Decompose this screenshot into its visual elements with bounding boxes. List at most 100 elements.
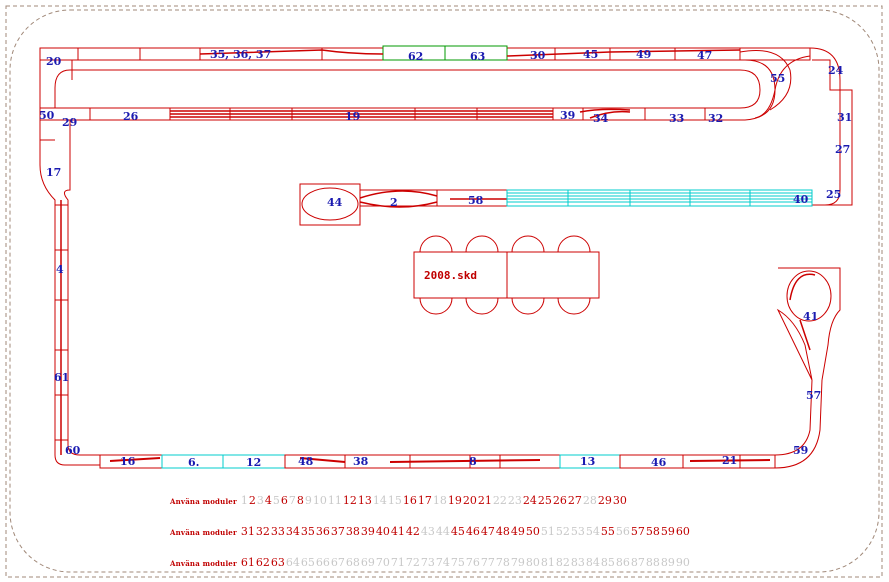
module-label-38: 38: [353, 455, 369, 468]
track-layout: [39, 45, 853, 469]
legend-module-32: 32: [255, 525, 270, 538]
module-label-8: 8: [469, 455, 477, 468]
legend-module-69: 69: [360, 556, 375, 569]
module-label-12: 12: [246, 456, 261, 469]
module-label-16: 16: [120, 455, 136, 468]
legend-module-47: 47: [480, 525, 495, 538]
module-label-59: 59: [793, 444, 808, 457]
module-label-58: 58: [468, 194, 484, 207]
legend-module-43: 43: [420, 525, 435, 538]
module-label-46: 46: [651, 456, 667, 469]
module-label-29: 29: [62, 116, 77, 129]
module-label-13: 13: [580, 455, 595, 468]
legend-module-46: 46: [465, 525, 480, 538]
module-labels: 20 35, 36, 37 62 63 30 45 49 47 55 24 50…: [39, 48, 852, 469]
legend-module-42: 42: [405, 525, 420, 538]
legend-module-2: 2: [248, 494, 256, 507]
module-label-45: 45: [583, 48, 598, 61]
legend-module-79: 79: [510, 556, 525, 569]
legend-module-68: 68: [345, 556, 360, 569]
legend-module-45: 45: [450, 525, 465, 538]
legend-module-85: 85: [600, 556, 615, 569]
module-label-31: 31: [837, 111, 852, 124]
legend-module-20: 20: [462, 494, 477, 507]
legend-module-18: 18: [432, 494, 447, 507]
legend-module-12: 12: [342, 494, 357, 507]
legend-numbers: 6162636465666768697071727374757677787980…: [241, 556, 691, 569]
legend-module-86: 86: [615, 556, 630, 569]
legend-module-74: 74: [435, 556, 450, 569]
module-label-62: 62: [408, 50, 423, 63]
legend-module-73: 73: [420, 556, 435, 569]
legend-module-78: 78: [495, 556, 510, 569]
legend-module-31: 31: [240, 525, 255, 538]
legend-module-75: 75: [450, 556, 465, 569]
legend-module-34: 34: [285, 525, 300, 538]
legend-module-53: 53: [570, 525, 585, 538]
legend-label: Använa moduler: [170, 497, 237, 506]
legend-module-11: 11: [327, 494, 342, 507]
module-label-44: 44: [327, 196, 343, 209]
legend-module-17: 17: [417, 494, 432, 507]
legend-module-3: 3: [256, 494, 264, 507]
module-label-33: 33: [669, 112, 684, 125]
legend-module-25: 25: [537, 494, 552, 507]
module-label-4: 4: [56, 263, 64, 276]
table-group: [413, 235, 600, 315]
legend-module-76: 76: [465, 556, 480, 569]
legend-module-27: 27: [567, 494, 582, 507]
legend-module-60: 60: [675, 525, 690, 538]
legend-module-33: 33: [270, 525, 285, 538]
legend-module-61: 61: [240, 556, 255, 569]
legend-module-88: 88: [645, 556, 660, 569]
legend-module-23: 23: [507, 494, 522, 507]
legend-module-67: 67: [330, 556, 345, 569]
module-label-26: 26: [123, 110, 139, 123]
legend-module-65: 65: [300, 556, 315, 569]
module-label-2: 2: [390, 196, 398, 209]
legend-module-51: 51: [540, 525, 555, 538]
legend-module-14: 14: [372, 494, 387, 507]
legend-module-40: 40: [375, 525, 390, 538]
legend-module-80: 80: [525, 556, 540, 569]
legend-module-64: 64: [285, 556, 300, 569]
legend-numbers: 1234567891011121314151617181920212223242…: [241, 494, 628, 507]
legend-module-16: 16: [402, 494, 417, 507]
module-label-21: 21: [722, 454, 737, 467]
legend-module-19: 19: [447, 494, 462, 507]
legend-module-54: 54: [585, 525, 600, 538]
module-label-24: 24: [828, 64, 844, 77]
legend-module-87: 87: [630, 556, 645, 569]
module-label-50: 50: [39, 109, 55, 122]
legend-module-21: 21: [477, 494, 492, 507]
legend-module-70: 70: [375, 556, 390, 569]
legend-module-29: 29: [597, 494, 612, 507]
legend-module-28: 28: [582, 494, 597, 507]
legend-module-82: 82: [555, 556, 570, 569]
legend-module-30: 30: [612, 494, 627, 507]
legend-module-57: 57: [630, 525, 645, 538]
module-label-63: 63: [470, 50, 485, 63]
legend-label: Använa moduler: [170, 528, 237, 537]
module-label-17: 17: [46, 166, 61, 179]
legend-module-62: 62: [255, 556, 270, 569]
legend-module-84: 84: [585, 556, 600, 569]
module-label-48: 48: [298, 455, 314, 468]
legend-module-66: 66: [315, 556, 330, 569]
legend-module-56: 56: [615, 525, 630, 538]
legend-module-72: 72: [405, 556, 420, 569]
module-label-25: 25: [826, 188, 841, 201]
module-label-41: 41: [803, 310, 818, 323]
legend-module-48: 48: [495, 525, 510, 538]
legend-module-4: 4: [264, 494, 272, 507]
module-label-32: 32: [708, 112, 723, 125]
legend-module-63: 63: [270, 556, 285, 569]
table-label: 2008.skd: [424, 269, 477, 282]
module-label-30: 30: [530, 49, 546, 62]
module-label-57: 57: [806, 389, 821, 402]
legend-module-77: 77: [480, 556, 495, 569]
module-label-40: 40: [793, 193, 809, 206]
